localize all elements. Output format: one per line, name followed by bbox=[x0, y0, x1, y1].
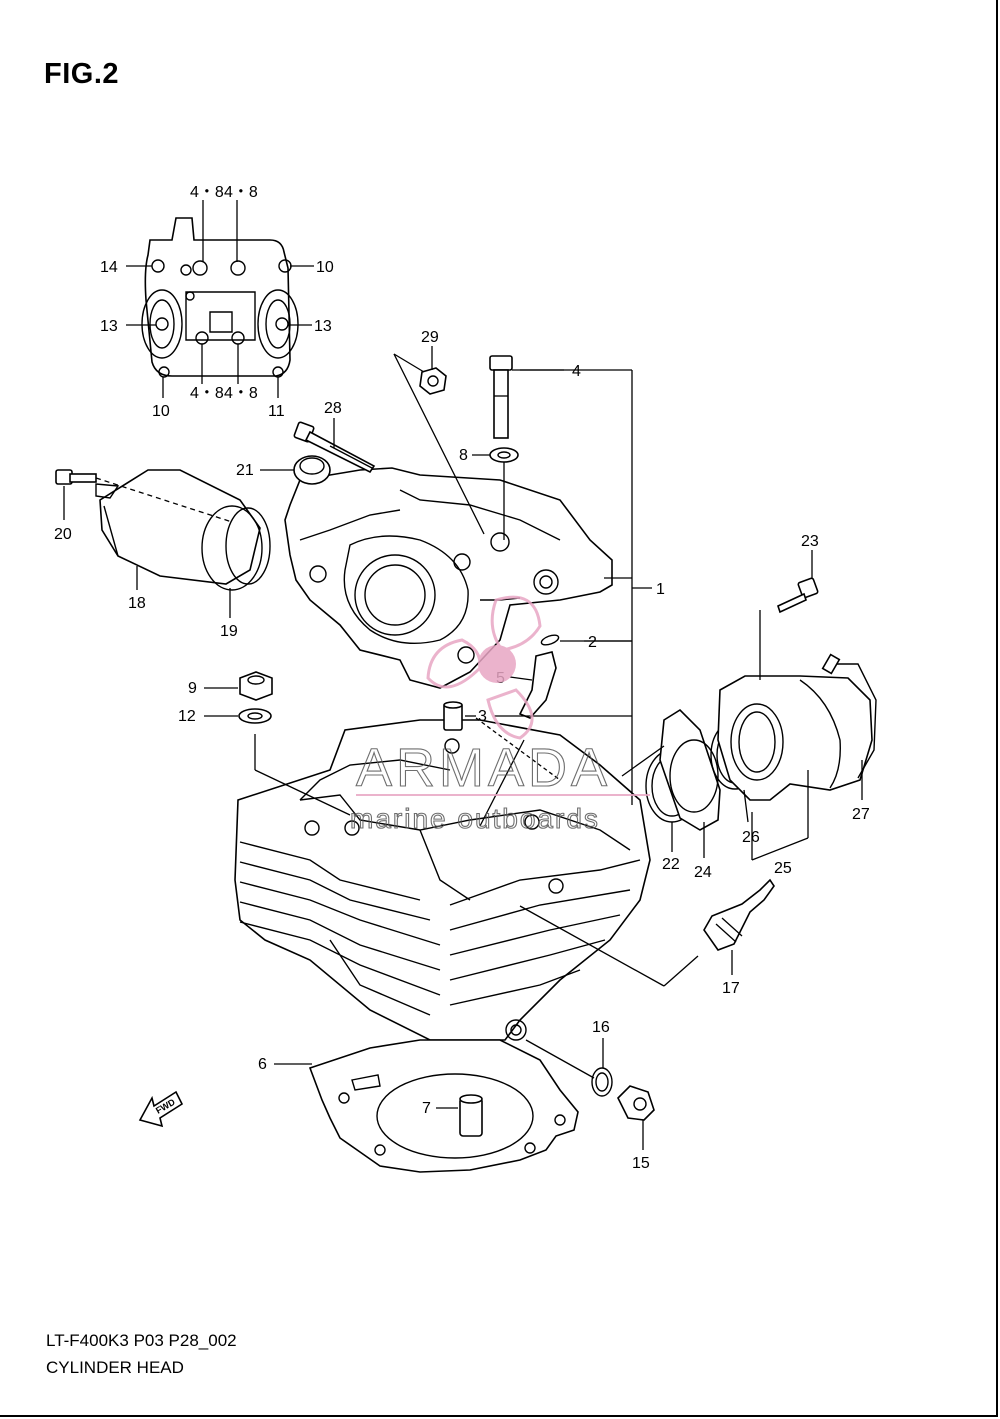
washer-8-part bbox=[489, 447, 519, 463]
bolt-20-part bbox=[55, 469, 233, 523]
nut-29-part bbox=[419, 367, 447, 395]
callout-17: 17 bbox=[722, 980, 740, 997]
bolt-28-part bbox=[293, 421, 376, 474]
callout-7: 7 bbox=[422, 1100, 431, 1117]
callout-20: 20 bbox=[54, 526, 72, 543]
intake-pipe-25-part bbox=[717, 675, 873, 801]
watermark-tagline: marine outboards bbox=[350, 803, 600, 834]
callout-3: 3 bbox=[478, 708, 487, 725]
callout-2: 2 bbox=[588, 634, 597, 651]
washer-12-part bbox=[238, 708, 272, 724]
callout-29: 29 bbox=[421, 329, 439, 346]
nut-9-part bbox=[239, 671, 273, 701]
cylinder-head-cover-part bbox=[284, 467, 613, 689]
callout-4-8-bottom-right: 4・8 bbox=[224, 385, 258, 402]
figure-title: FIG.2 bbox=[44, 58, 120, 90]
o-ring-2-part bbox=[540, 634, 560, 646]
callout-13-left: 13 bbox=[100, 318, 118, 335]
oil-filter-cap-part bbox=[95, 469, 271, 585]
bolt-23-part bbox=[777, 577, 819, 614]
callout-22: 22 bbox=[662, 856, 680, 873]
spark-plug-part bbox=[703, 878, 775, 951]
figure-name: CYLINDER HEAD bbox=[46, 1358, 184, 1377]
callout-14: 14 bbox=[100, 259, 118, 276]
callout-24: 24 bbox=[694, 864, 712, 881]
o-ring-19-part bbox=[201, 505, 263, 591]
callout-15: 15 bbox=[632, 1155, 650, 1172]
gasket-16-part bbox=[591, 1067, 613, 1097]
watermark-brand: ARMADA bbox=[356, 738, 611, 798]
callout-21: 21 bbox=[236, 462, 254, 479]
bolt-4-part bbox=[489, 355, 513, 439]
insulator-24-part bbox=[659, 708, 721, 831]
callout-8: 8 bbox=[459, 447, 468, 464]
callout-6: 6 bbox=[258, 1056, 267, 1073]
callout-1: 1 bbox=[656, 581, 665, 598]
dowel-pin-3-part bbox=[443, 701, 463, 731]
figure-code: LT-F400K3 P03 P28_002 bbox=[46, 1331, 237, 1350]
callout-9: 9 bbox=[188, 680, 197, 697]
cylinder-head-part bbox=[234, 719, 651, 1041]
callout-12: 12 bbox=[178, 708, 196, 725]
callout-4-8-bottom-left: 4・8 bbox=[190, 385, 224, 402]
clamp-27-part bbox=[821, 653, 877, 779]
tightening-sequence-inset bbox=[126, 200, 314, 398]
callout-28: 28 bbox=[324, 400, 342, 417]
watermark-propeller-icon bbox=[426, 595, 542, 740]
callout-19: 19 bbox=[220, 623, 238, 640]
dowel-pin-part bbox=[459, 1094, 483, 1137]
watermark: ARMADA marine outboards bbox=[349, 595, 650, 835]
callout-27: 27 bbox=[852, 806, 870, 823]
callout-26: 26 bbox=[742, 829, 760, 846]
callout-10-bottom: 10 bbox=[152, 403, 170, 420]
guide-5-part bbox=[518, 651, 557, 719]
callout-18: 18 bbox=[128, 595, 146, 612]
callout-labels: 4・8 4・8 4・8 4・8 14 10 13 13 10 11 29 4 2… bbox=[54, 184, 870, 1172]
callout-13-right: 13 bbox=[314, 318, 332, 335]
cylinder-head-gasket-part bbox=[308, 1039, 579, 1173]
forward-arrow-icon: FWD bbox=[138, 1090, 184, 1128]
callout-25: 25 bbox=[774, 860, 792, 877]
callout-11: 11 bbox=[268, 403, 285, 420]
callout-4-8-top-right: 4・8 bbox=[224, 184, 258, 201]
cap-21-part bbox=[293, 455, 331, 485]
callout-10-right: 10 bbox=[316, 259, 334, 276]
plug-15-part bbox=[617, 1085, 655, 1121]
leader-lines bbox=[63, 346, 863, 1150]
callout-4-8-top-left: 4・8 bbox=[190, 184, 224, 201]
callout-23: 23 bbox=[801, 533, 819, 550]
callout-16: 16 bbox=[592, 1019, 610, 1036]
callout-4: 4 bbox=[572, 363, 581, 380]
